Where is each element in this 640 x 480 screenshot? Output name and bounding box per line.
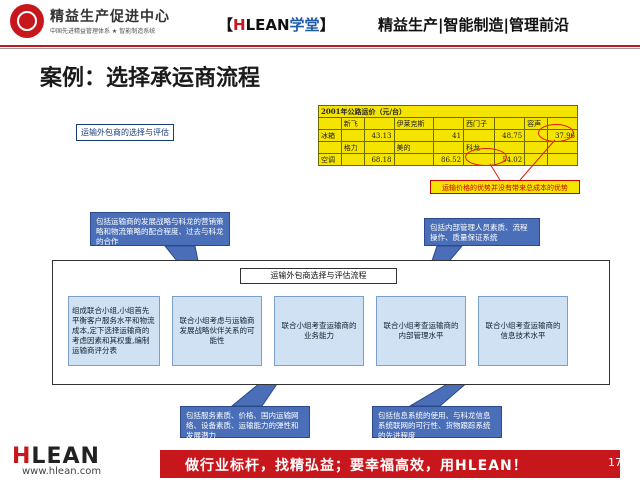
flow-step-5: 联合小组考查运输商的信息技术水平: [478, 296, 568, 366]
highlight-ellipse: [465, 148, 507, 166]
brand-title: 【HLEAN学堂】: [218, 16, 335, 34]
table-title: 2001年公路运价（元/台）: [318, 105, 578, 118]
figure-label: 运输外包商的选择与评估: [76, 124, 174, 141]
footer-slogan: 做行业标杆，找精弘益；要幸福高效，用HLEAN！: [185, 458, 528, 474]
org-logo-icon: [10, 4, 44, 38]
footer-banner: [160, 450, 620, 478]
flow-title: 运输外包商选择与评估流程: [240, 268, 397, 284]
callout-it: 包括信息系统的使用、与科龙信息系统联网的可行性、货物跟踪系统的先进程度: [372, 406, 502, 440]
flow-step-4: 联合小组考查运输商的内部管理水平: [376, 296, 466, 366]
header-divider: [0, 45, 640, 47]
callout-strategy: 包括运输商的发展战略与科龙的营销策略和物流策略的配合程度、过去与科龙的合作: [90, 212, 230, 246]
header-slogan: 精益生产|智能制造|管理前沿: [378, 16, 569, 34]
hlean-logo: HLEAN: [12, 444, 100, 469]
footer-url: www.hlean.com: [22, 466, 102, 477]
slide-title: 案例：选择承运商流程: [40, 66, 261, 91]
price-advantage-note: 运输价格的优势并没有带来总成本的优势: [430, 180, 580, 194]
flow-step-2: 联合小组考虑与运输商发展战略伙伴关系的可能性: [172, 296, 262, 366]
callout-management: 包括内部管理人员素质、流程操作、质量保证系统: [424, 218, 540, 246]
flow-step-3: 联合小组考查运输商的业务能力: [274, 296, 364, 366]
flow-step-1: 组成联合小组,小组首先平衡客户服务水平和物流成本,定下选择运输商的考虑因素和其权…: [68, 296, 160, 366]
callout-business: 包括服务素质、价格、国内运输网络、设备素质、运输能力的弹性和发展潜力: [180, 406, 310, 440]
header-divider-thin: [0, 48, 640, 49]
highlight-ellipse: [538, 124, 574, 142]
org-name: 精益生产促进中心: [50, 9, 170, 25]
header: [0, 0, 640, 44]
org-subtitle: 中国先进精益管理体系 ★ 智能制造系统: [50, 28, 156, 35]
page-number: 17: [608, 456, 622, 469]
